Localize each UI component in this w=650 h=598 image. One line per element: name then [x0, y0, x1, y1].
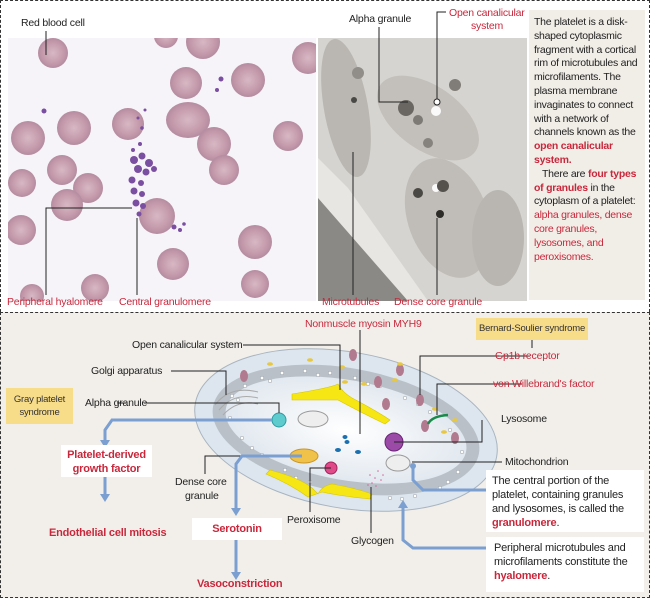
granulomere-info-box: The central portion of the platelet, con…: [486, 470, 644, 532]
blood-smear-image: [8, 38, 316, 301]
bottom-leader-lines: [117, 330, 533, 533]
von-willebrand-shape: [426, 413, 449, 425]
myosin-shape: [335, 435, 361, 454]
bernard-soulier-syndrome-box: Bernard-Soulier syndrome: [476, 318, 588, 340]
label-open-canalicular-em-1: Open canalicular: [449, 7, 525, 19]
label-dense-core-line2: granule: [185, 490, 219, 502]
receptor-bumps: [240, 349, 459, 444]
mitochondrion-shape-1: [297, 410, 329, 428]
label-mitochondrion: Mitochondrion: [505, 456, 569, 468]
label-central-granulomere: Central granulomere: [119, 296, 211, 308]
pdgf-box: Platelet-derived growth factor: [61, 445, 152, 477]
hyalomere-term: hyalomere: [494, 570, 548, 582]
open-canalicular-term: open canalicular system.: [534, 140, 613, 166]
platelet-cluster: [41, 76, 224, 232]
label-vasoconstriction: Vasoconstriction: [197, 578, 283, 590]
arrow-heads: [100, 440, 416, 580]
label-peroxisome: Peroxisome: [287, 514, 341, 526]
alpha-granule-shape: [271, 412, 287, 428]
label-nonmuscle-myosin: Nonmuscle myosin MYH9: [305, 318, 422, 330]
label-gp1b-receptor: Gp1b receptor: [495, 350, 560, 362]
label-alpha-granule-em: Alpha granule: [349, 13, 412, 25]
label-endothelial-cell-mitosis: Endothelial cell mitosis: [49, 527, 167, 539]
blue-flow-arrows: [103, 418, 505, 572]
label-golgi-apparatus: Golgi apparatus: [91, 365, 163, 377]
label-red-blood-cell: Red blood cell: [21, 17, 85, 29]
granule-types-list: alpha granules, dense core granules, lys…: [534, 209, 633, 263]
mitochondrion-shape-2: [385, 454, 411, 472]
blood-smear-micrograph: [8, 38, 316, 301]
four-types-term: four types of granules: [534, 167, 637, 194]
description-paragraph-2: There are four types of granules in the …: [534, 167, 637, 263]
glycogen-dots: [367, 470, 384, 487]
label-peripheral-hyalomere: Peripheral hyalomere: [7, 296, 103, 308]
hyalomere-info-box: Peripheral microtubules and microfilamen…: [486, 537, 644, 592]
description-paragraph-1: The platelet is a disk-shaped cytoplasmi…: [534, 16, 638, 166]
red-blood-cells: [8, 38, 316, 301]
label-dense-core-granule-em: Dense core granule: [394, 296, 483, 308]
description-panel: The platelet is a disk-shaped cytoplasmi…: [529, 10, 645, 300]
label-von-willebrand-factor: von Willebrand's factor: [493, 378, 595, 390]
label-glycogen: Glycogen: [351, 535, 394, 547]
label-lysosome: Lysosome: [501, 413, 547, 425]
open-canalicular-channels: [265, 383, 391, 500]
platelet-body: [194, 348, 498, 512]
granulomere-term: granulomere: [492, 517, 557, 529]
label-alpha-granule: Alpha granule: [85, 397, 148, 409]
serotonin-box: Serotonin: [192, 518, 282, 540]
label-open-canalicular-em-2: system: [471, 20, 504, 32]
gray-platelet-syndrome-box: Gray platelet syndrome: [6, 388, 73, 424]
label-dense-core-line1: Dense core: [175, 476, 227, 488]
label-open-canalicular-system: Open canalicular system: [132, 339, 243, 351]
label-microtubules: Microtubules: [322, 296, 380, 308]
